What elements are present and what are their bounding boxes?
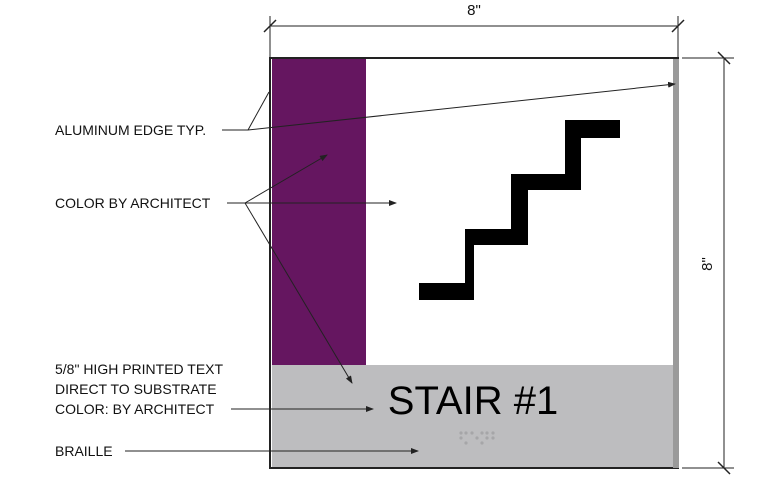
height-dimension bbox=[682, 51, 734, 475]
callout-braille: BRAILLE bbox=[55, 443, 113, 459]
height-label: 8" bbox=[699, 257, 716, 271]
stair-icon bbox=[419, 120, 620, 300]
sign-text: STAIR #1 bbox=[388, 379, 558, 423]
callout-printed-text-line1: 5/8" HIGH PRINTED TEXT bbox=[55, 361, 224, 377]
callout-printed-text-line2: DIRECT TO SUBSTRATE bbox=[55, 381, 217, 397]
braille-dots bbox=[459, 431, 495, 445]
sign-plate: STAIR #1 bbox=[269, 57, 679, 469]
text-panel bbox=[272, 365, 674, 467]
leader-color-by-architect bbox=[227, 154, 397, 384]
callout-color-by-architect: COLOR BY ARCHITECT bbox=[55, 195, 211, 211]
aluminum-edge bbox=[673, 59, 679, 468]
callout-printed-text-line3: COLOR: BY ARCHITECT bbox=[55, 401, 215, 417]
width-dimension bbox=[263, 16, 685, 58]
width-label: 8" bbox=[467, 2, 481, 19]
leader-aluminum-edge bbox=[222, 81, 676, 131]
color-stripe bbox=[272, 59, 366, 365]
callout-aluminum-edge: ALUMINUM EDGE TYP. bbox=[55, 122, 206, 138]
